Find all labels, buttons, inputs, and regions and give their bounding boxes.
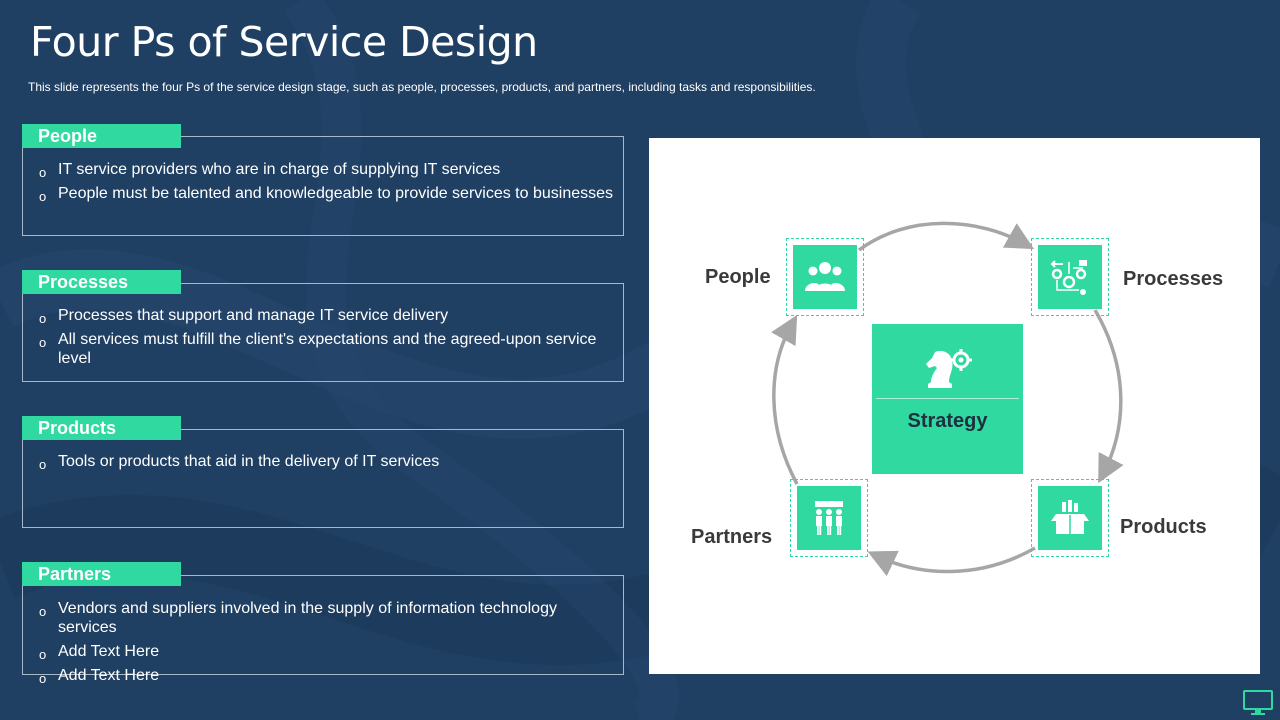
bullet-icon: o xyxy=(39,647,47,662)
strategy-divider xyxy=(876,398,1019,399)
gears-process-icon xyxy=(1050,260,1087,295)
bullet-icon: o xyxy=(39,311,47,326)
cycle-arrows xyxy=(771,221,1124,577)
bullet-icon: o xyxy=(39,335,47,350)
node-label-people: People xyxy=(705,266,771,288)
chess-knight-gear-icon xyxy=(926,349,972,388)
section-heading-processes: Processes xyxy=(22,270,181,294)
node-label-processes: Processes xyxy=(1123,268,1224,290)
people-icon xyxy=(805,262,845,291)
arrow-products-to-partners xyxy=(867,546,1036,577)
arrow-people-to-processes xyxy=(857,221,1035,252)
strategy-label: Strategy xyxy=(907,410,988,432)
bullet-icon: o xyxy=(39,604,47,619)
arrow-partners-to-people xyxy=(771,314,799,485)
section-heading-people: People xyxy=(22,124,181,148)
bullet-icon: o xyxy=(39,457,47,472)
partners-icon xyxy=(815,501,843,535)
bullet-icon: o xyxy=(39,189,47,204)
slide-subtitle: This slide represents the four Ps of the… xyxy=(28,80,816,94)
bullet-icon: o xyxy=(39,165,47,180)
diagram-panel: Strategy People xyxy=(649,138,1260,674)
box-icon xyxy=(1051,500,1089,534)
section-heading-partners: Partners xyxy=(22,562,181,586)
strategy-box: Strategy xyxy=(872,324,1023,474)
slide-title: Four Ps of Service Design xyxy=(30,18,538,66)
arrow-processes-to-products xyxy=(1093,309,1124,484)
node-products xyxy=(1031,479,1109,557)
node-label-products: Products xyxy=(1120,516,1207,538)
node-processes xyxy=(1031,238,1109,316)
node-label-partners: Partners xyxy=(691,526,773,548)
bullet-icon: o xyxy=(39,671,47,686)
node-partners xyxy=(790,479,868,557)
monitor-icon xyxy=(1243,690,1273,715)
node-people xyxy=(786,238,864,316)
section-heading-products: Products xyxy=(22,416,181,440)
